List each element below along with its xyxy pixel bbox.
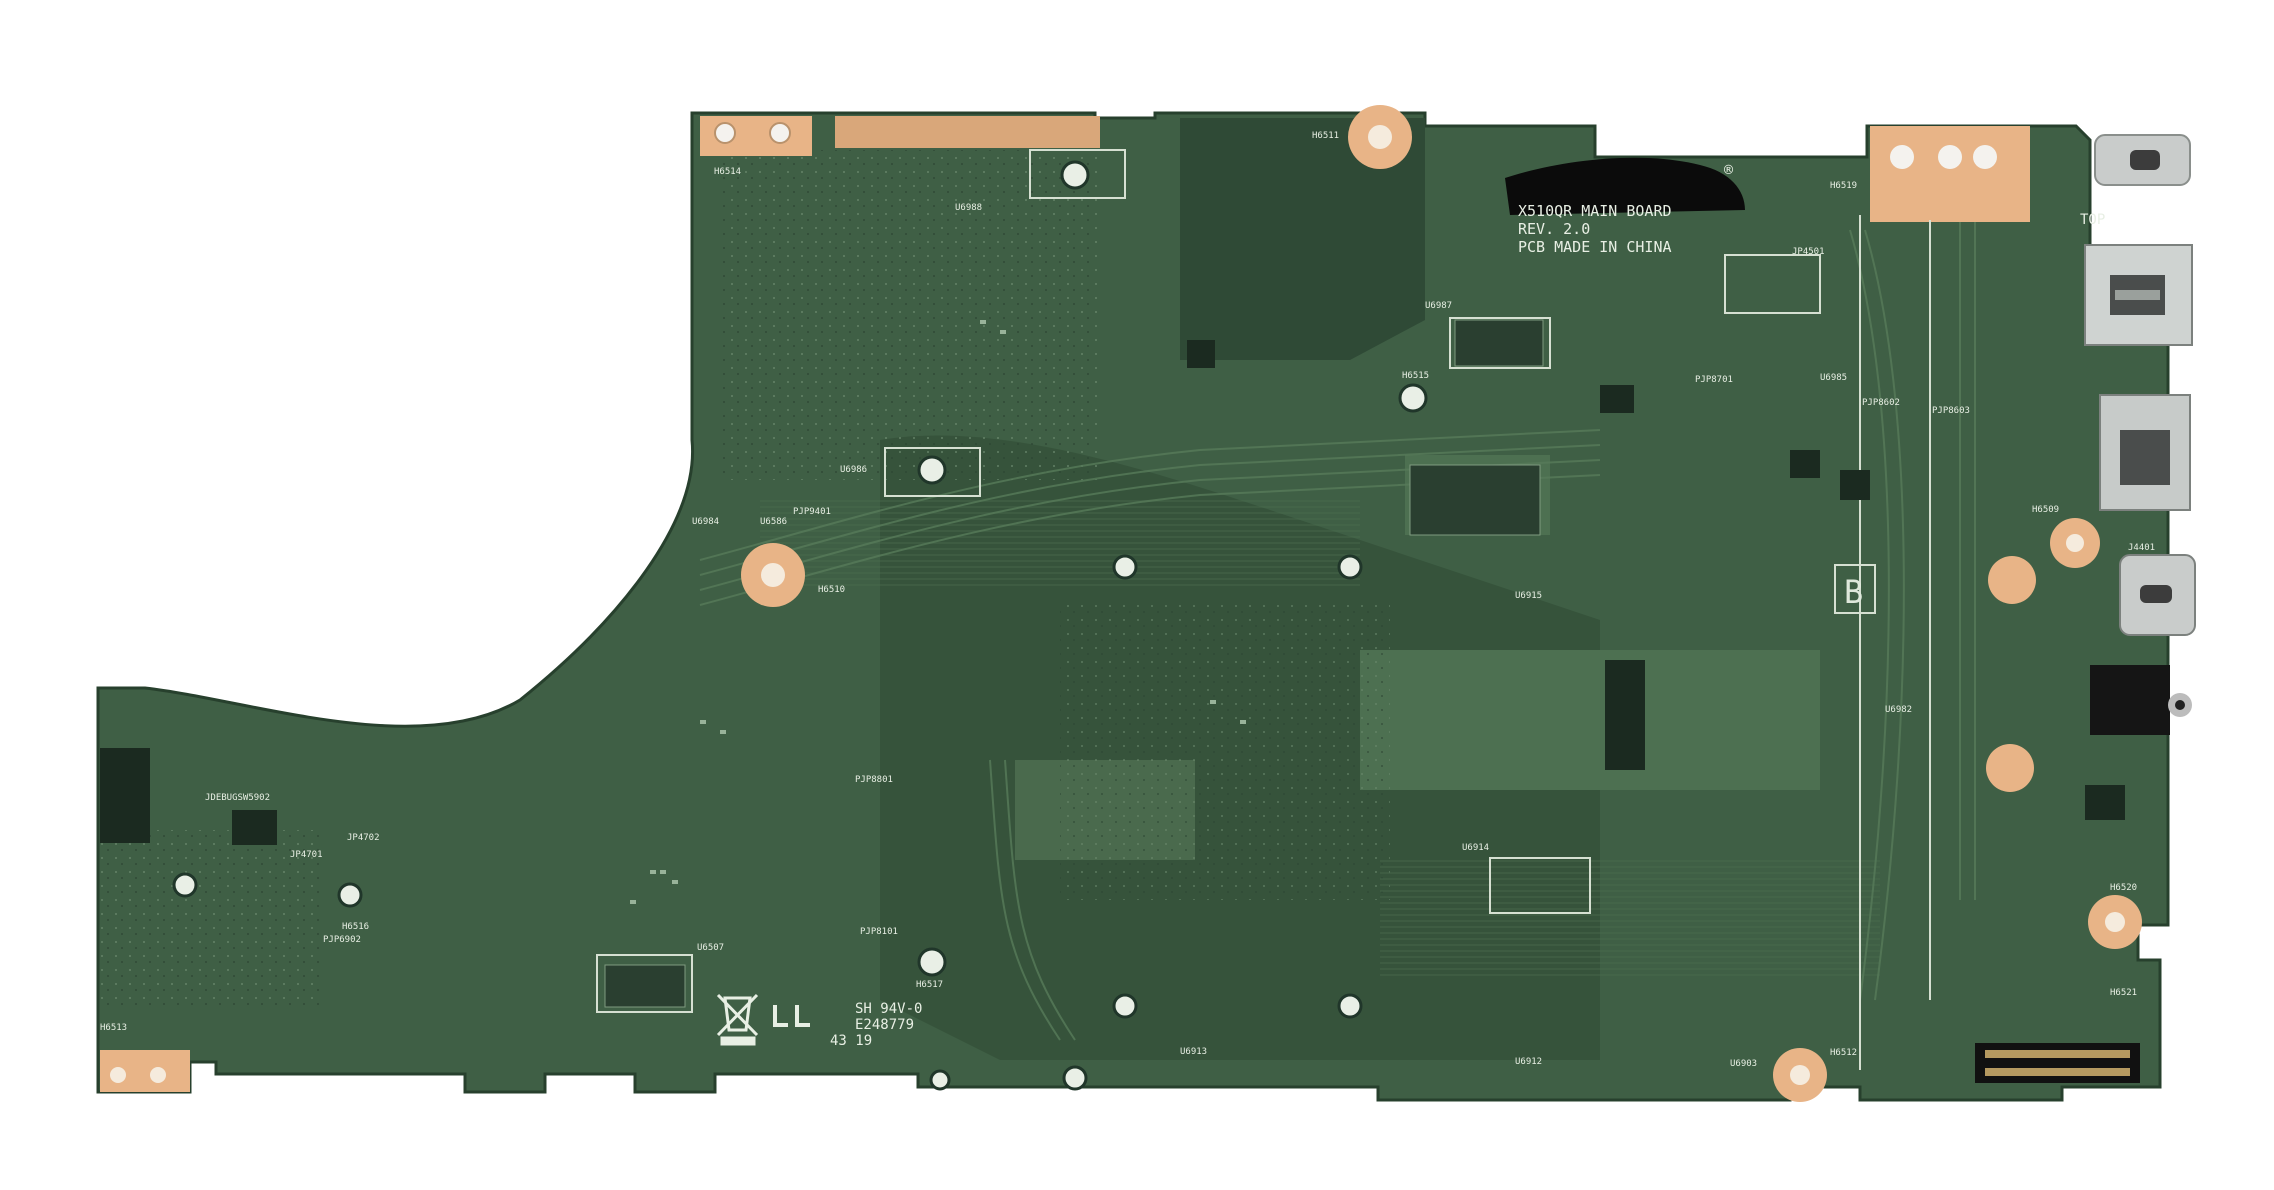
registered-mark: ® <box>1724 161 1734 179</box>
hdmi-port <box>2099 394 2191 511</box>
plated-hole <box>172 160 1428 1091</box>
standoff-pad <box>2088 895 2142 949</box>
standoff-pad <box>1986 744 2034 792</box>
ref-pjp8603: PJP8603 <box>1932 406 1970 416</box>
standoff-pad <box>741 543 805 607</box>
pcb-trace-field <box>760 500 1360 590</box>
ref-h6510: H6510 <box>818 585 845 595</box>
ref-pjp8602: PJP8602 <box>1862 398 1900 408</box>
ref-u6586: U6586 <box>760 517 787 527</box>
ref-pjp6902: PJP6902 <box>323 935 361 945</box>
pcb-dot-field <box>720 150 1100 480</box>
audio-jack <box>2090 665 2192 735</box>
ref-h6520: H6520 <box>2110 883 2137 893</box>
ref-u6988: U6988 <box>955 203 982 213</box>
standoff-pad <box>1773 1048 1827 1102</box>
ref-u6915: U6915 <box>1515 591 1542 601</box>
ref-pjp8801: PJP8801 <box>855 775 893 785</box>
silkscreen-outline <box>596 149 1931 1070</box>
usb-c-port <box>2119 554 2196 636</box>
ref-pjp8101: PJP8101 <box>860 927 898 937</box>
board-revision-text: REV. 2.0 <box>1518 220 1590 238</box>
ref-u6987: U6987 <box>1425 301 1452 311</box>
ref-h6512: H6512 <box>1830 1048 1857 1058</box>
ref-u6903: U6903 <box>1730 1059 1757 1069</box>
pcb-trace-field <box>1380 860 1880 980</box>
section-mark-box <box>1834 564 1876 614</box>
ref-jp4701: JP4701 <box>290 850 323 860</box>
component-cluster <box>630 320 1246 904</box>
flammability-rating: SH 94V-0 <box>855 1001 922 1017</box>
ref-jp4501: JP4501 <box>1792 247 1825 257</box>
m2-connector <box>1975 1043 2140 1083</box>
ref-pjp9401: PJP9401 <box>793 507 831 517</box>
ref-jdebug: JDEBUGSW5902 <box>205 793 270 803</box>
usb-c-connector-top <box>2094 134 2191 186</box>
mounting-hole <box>1890 145 1914 169</box>
ref-u6982: U6982 <box>1885 705 1912 715</box>
ic-chip <box>100 340 2125 845</box>
ul-logo-icon <box>773 1005 810 1027</box>
ref-u6913: U6913 <box>1180 1047 1207 1057</box>
ref-h6517: H6517 <box>916 980 943 990</box>
ref-h6519: H6519 <box>1830 181 1857 191</box>
ref-j4401: J4401 <box>2128 543 2155 553</box>
ref-u6507: U6507 <box>697 943 724 953</box>
pcb-dark-zone-top <box>1180 118 1425 360</box>
ref-jp4702: JP4702 <box>347 833 380 843</box>
standoff-pad <box>1988 556 2036 604</box>
top-label: TOP <box>2080 212 2105 228</box>
ref-h6515: H6515 <box>1402 371 1429 381</box>
ref-h6511: H6511 <box>1312 131 1339 141</box>
ul-file-number: E248779 <box>855 1017 914 1033</box>
ref-h6514: H6514 <box>714 167 741 177</box>
mounting-hole <box>714 122 736 144</box>
ref-u6986: U6986 <box>840 465 867 475</box>
mounting-hole <box>769 122 791 144</box>
ref-h6513: H6513 <box>100 1023 127 1033</box>
ref-u6912: U6912 <box>1515 1057 1542 1067</box>
ref-u6985: U6985 <box>1820 373 1847 383</box>
ref-h6521: H6521 <box>2110 988 2137 998</box>
pcb-light-block <box>1360 650 1820 790</box>
standoff-pad <box>1348 105 1412 169</box>
date-code: 43 19 <box>830 1033 872 1049</box>
ref-u6914: U6914 <box>1462 843 1489 853</box>
pcb-dot-field <box>100 830 320 1010</box>
copper-pad <box>1870 126 2030 222</box>
pcb-dot-field <box>1060 600 1390 900</box>
mounting-hole <box>1973 145 1997 169</box>
ref-pjp8701: PJP8701 <box>1695 375 1733 385</box>
board-model-text: X510QR MAIN BOARD <box>1518 202 1672 220</box>
section-mark: B <box>1844 573 1863 611</box>
copper-connector-strip <box>835 116 1100 148</box>
mounting-hole <box>1938 145 1962 169</box>
ref-h6516: H6516 <box>342 922 369 932</box>
standoff-pad <box>2050 518 2100 568</box>
mounting-hole <box>150 1067 166 1083</box>
ic-footprint <box>604 319 1544 1008</box>
mounting-hole <box>110 1067 126 1083</box>
weee-bin-icon <box>716 993 759 1046</box>
usb-a-port <box>2084 244 2193 346</box>
ref-h6509: H6509 <box>2032 505 2059 515</box>
board-made-in-text: PCB MADE IN CHINA <box>1518 238 1672 256</box>
ref-u6984: U6984 <box>692 517 719 527</box>
marker-scribble <box>1505 157 1745 215</box>
